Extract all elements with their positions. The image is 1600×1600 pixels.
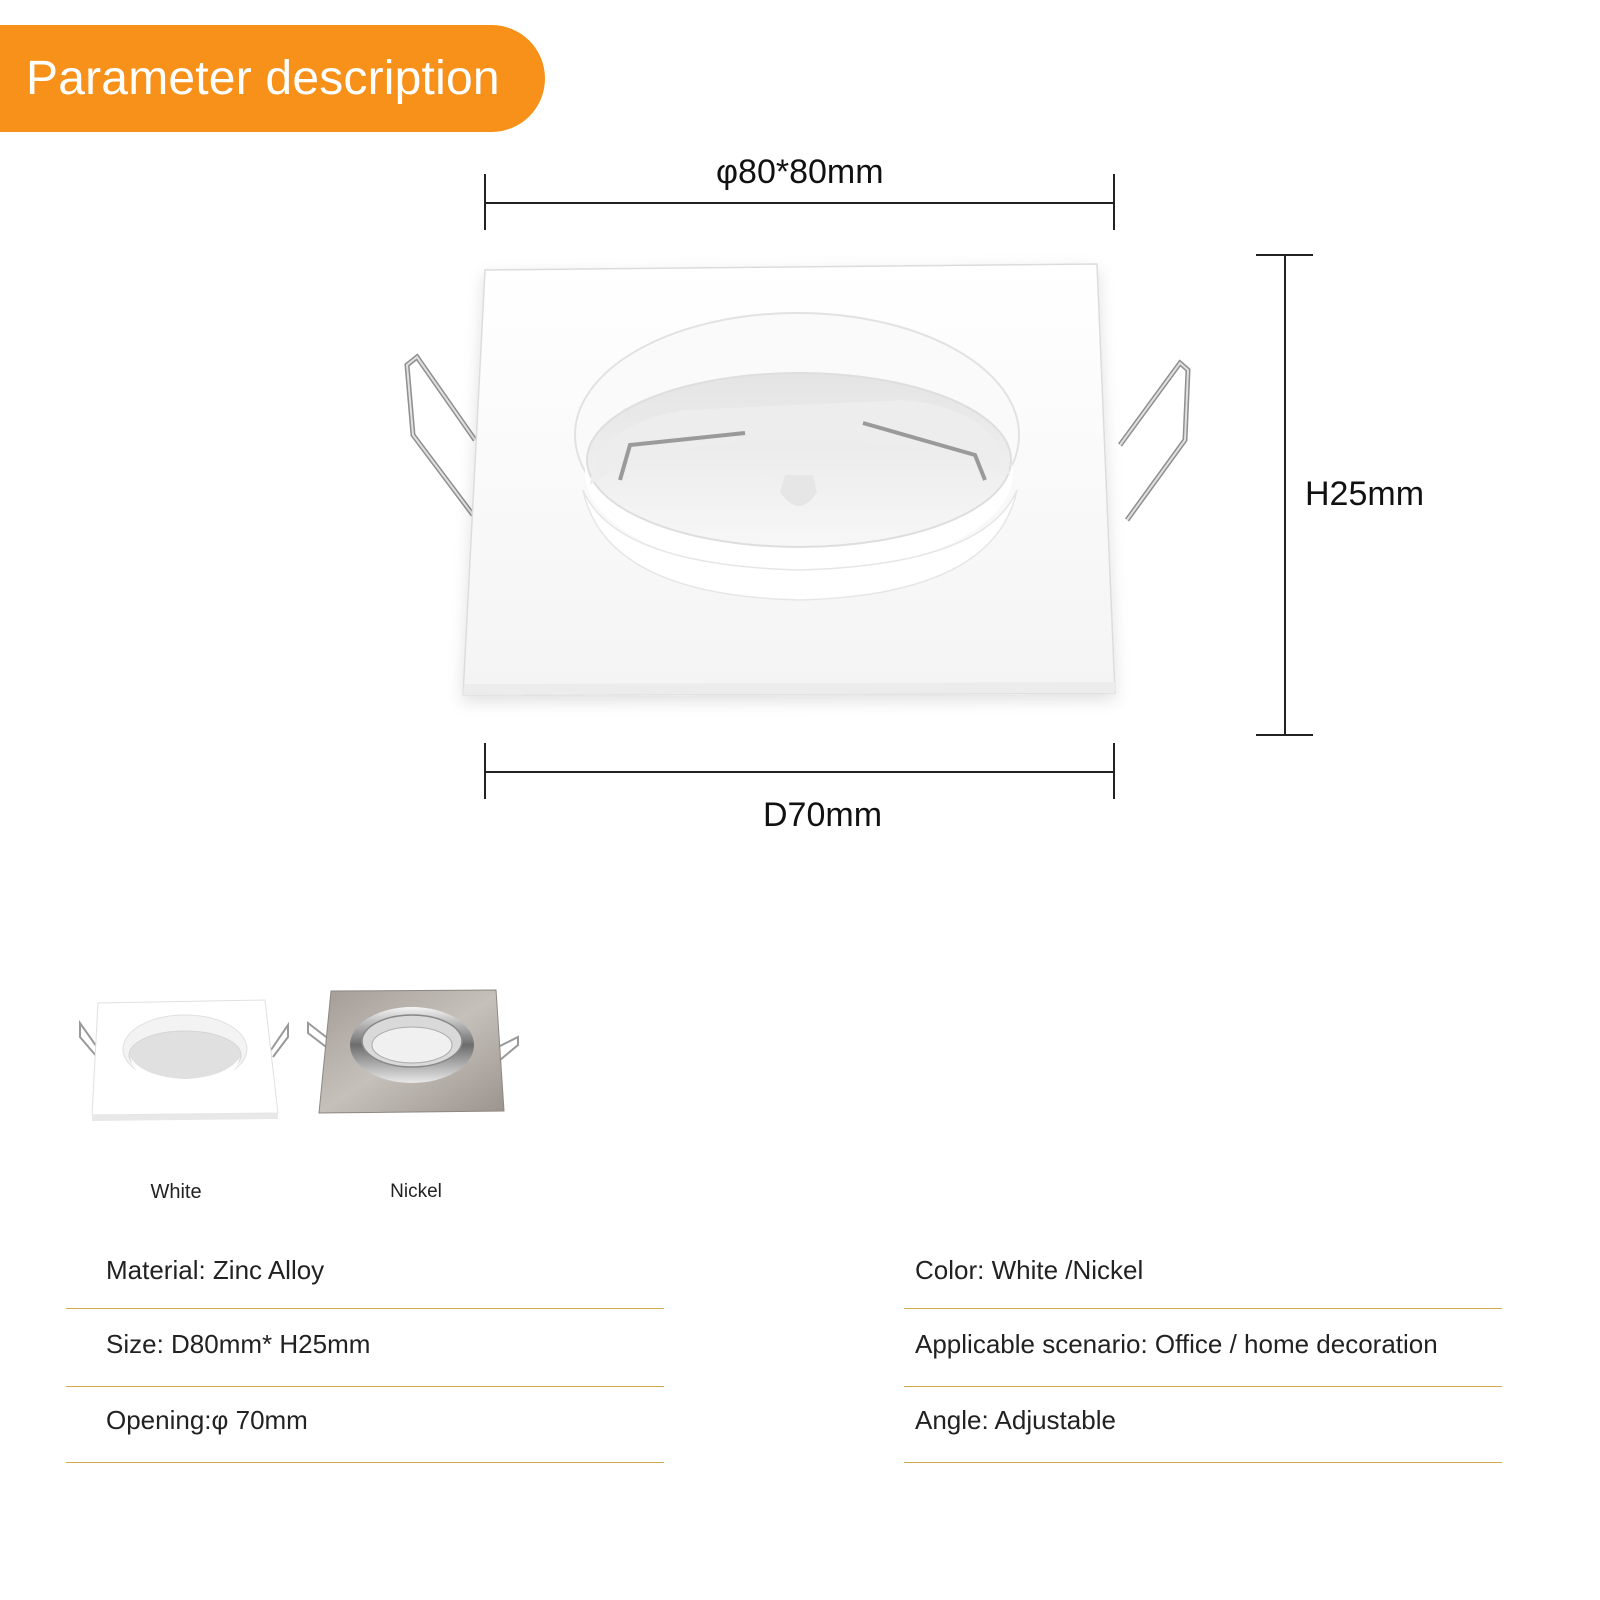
width-dimension-line [484,202,1114,204]
variant-label-white: White [150,1181,202,1203]
depth-dimension-tick-left [484,743,486,799]
depth-dimension-label: D70mm [763,796,883,834]
height-dimension-line [1284,254,1286,735]
variant-thumbnail-nickel [307,989,519,1114]
spec-divider [66,1308,664,1309]
page-title: Parameter description [26,52,500,105]
spec-divider [904,1386,1502,1387]
width-dimension-tick-left [484,174,486,230]
depth-dimension-line [484,771,1114,773]
spec-opening: Opening:φ 70mm [106,1405,308,1435]
variant-thumbnail-white [79,999,289,1121]
width-dimension-label: φ80*80mm [716,153,884,191]
width-dimension-tick-right [1113,174,1115,230]
spec-scenario: Applicable scenario: Office / home decor… [915,1329,1438,1359]
depth-dimension-tick-right [1113,743,1115,799]
spec-divider [66,1386,664,1387]
product-photo-white [404,263,1191,696]
height-dimension-tick-bottom [1256,734,1313,736]
header-banner: Parameter description [0,25,545,132]
spec-material: Material: Zinc Alloy [106,1255,325,1285]
spec-divider [904,1308,1502,1309]
height-dimension-label: H25mm [1305,475,1425,513]
spec-angle: Angle: Adjustable [915,1405,1116,1435]
spec-divider [66,1462,664,1463]
spec-color: Color: White /Nickel [915,1255,1144,1285]
variant-label-nickel: Nickel [390,1181,442,1202]
spec-size: Size: D80mm* H25mm [106,1329,371,1359]
spec-divider [904,1462,1502,1463]
height-dimension-tick-top [1256,254,1313,256]
